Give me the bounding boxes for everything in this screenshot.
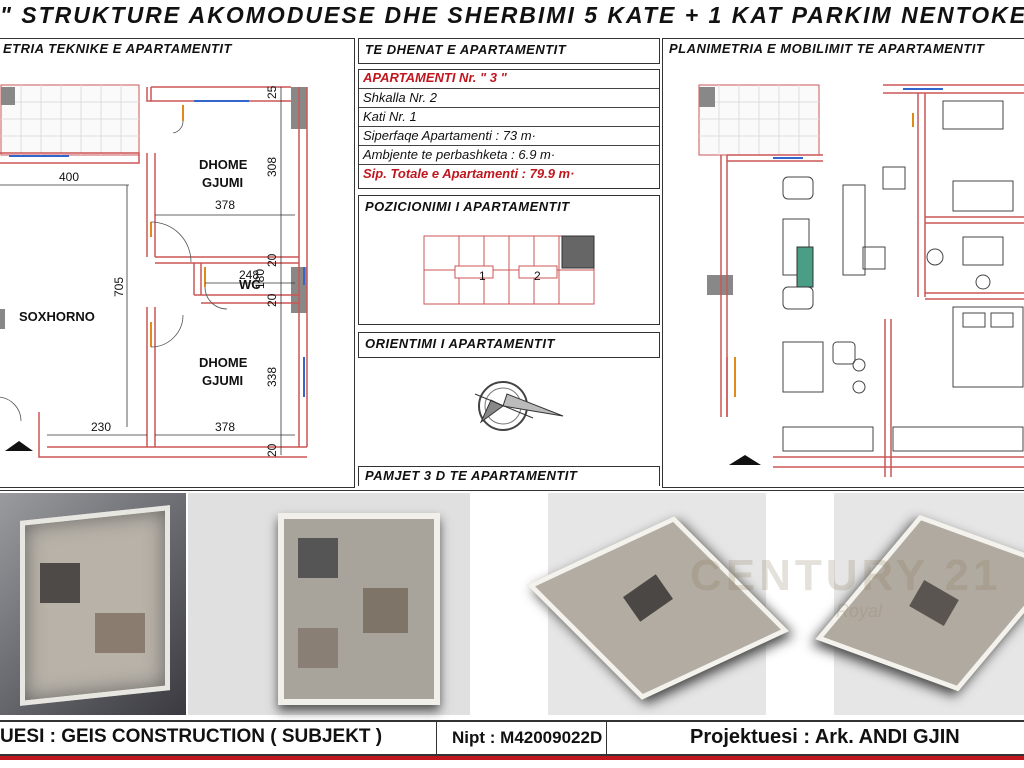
info-area: Siperfaqe Apartamenti : 73 m· bbox=[359, 126, 659, 145]
position-heading: POZICIONIMI I APARTAMENTIT bbox=[365, 199, 570, 214]
dim-25: 25 bbox=[265, 85, 279, 99]
furnished-plan-heading: PLANIMETRIA E MOBILIMIT TE APARTAMENTIT bbox=[669, 41, 985, 56]
dim-20-c: 20 bbox=[265, 443, 279, 457]
dim-20-a: 20 bbox=[265, 253, 279, 267]
room-living: SOXHORNO bbox=[19, 309, 95, 324]
room-wc: WC bbox=[239, 277, 261, 292]
position-label-2: 2 bbox=[534, 269, 541, 283]
furnished-floor-plan bbox=[698, 84, 1024, 477]
render-view-3 bbox=[526, 493, 790, 715]
info-apartment-number: APARTAMENTI Nr. " 3 " bbox=[363, 70, 507, 85]
footer-accent-line bbox=[0, 756, 1024, 760]
position-diagram: 1 2 bbox=[423, 235, 595, 305]
dim-378-bottom: 378 bbox=[215, 420, 235, 434]
dim-338: 338 bbox=[265, 367, 279, 387]
views3d-strip: CENTURY 21 Royal bbox=[0, 490, 1024, 719]
technical-plan-heading: ETRIA TEKNIKE E APARTAMENTIT bbox=[3, 41, 232, 56]
dim-705: 705 bbox=[112, 277, 126, 297]
furnished-plan-panel: PLANIMETRIA E MOBILIMIT TE APARTAMENTIT bbox=[662, 38, 1024, 488]
watermark: CENTURY 21 Royal bbox=[690, 551, 1024, 631]
apartment-data-panel: TE DHENAT E APARTAMENTIT APARTAMENTI Nr.… bbox=[358, 38, 660, 486]
room-bedroom-2-line2: GJUMI bbox=[202, 373, 243, 388]
nipt-label: Nipt : M42009022D bbox=[452, 728, 603, 747]
apartment-data-heading: TE DHENAT E APARTAMENTIT bbox=[365, 42, 567, 57]
position-label-1: 1 bbox=[479, 269, 486, 283]
info-floor: Kati Nr. 1 bbox=[359, 107, 659, 126]
dim-308: 308 bbox=[265, 157, 279, 177]
render-view-1 bbox=[0, 493, 186, 715]
dim-248: 248 bbox=[239, 268, 259, 282]
dim-20-b: 20 bbox=[265, 293, 279, 307]
furnished-entrance-arrow-icon bbox=[729, 455, 761, 465]
dim-230: 230 bbox=[91, 420, 111, 434]
footer-bar: UESI : GEIS CONSTRUCTION ( SUBJEKT ) Nip… bbox=[0, 720, 1024, 756]
compass-icon bbox=[474, 381, 564, 431]
orientation-heading: ORIENTIMI I APARTAMENTIT bbox=[365, 336, 555, 351]
room-bedroom-1-line2: GJUMI bbox=[202, 175, 243, 190]
dim-378-top: 378 bbox=[215, 198, 235, 212]
designer-label: Projektuesi : Ark. ANDI GJIN bbox=[690, 726, 960, 748]
room-bedroom-1-line1: DHOME bbox=[199, 157, 248, 172]
investor-label: UESI : GEIS CONSTRUCTION ( SUBJEKT ) bbox=[0, 726, 383, 747]
document-title: " STRUKTURE AKOMODUESE DHE SHERBIMI 5 KA… bbox=[0, 2, 1024, 28]
room-bedroom-2-line1: DHOME bbox=[199, 355, 248, 370]
info-total-area: Sip. Totale e Apartamenti : 79.9 m· bbox=[359, 164, 659, 183]
views3d-heading: PAMJET 3 D TE APARTAMENTIT bbox=[365, 468, 578, 483]
render-view-4 bbox=[815, 493, 1024, 715]
footer-divider bbox=[436, 722, 437, 754]
info-stair: Shkalla Nr. 2 bbox=[359, 88, 659, 107]
dim-400: 400 bbox=[59, 170, 79, 184]
entrance-arrow-icon bbox=[5, 441, 33, 451]
watermark-subtext: Royal bbox=[836, 601, 883, 621]
footer-divider-2 bbox=[606, 722, 607, 754]
watermark-text: CENTURY 21 bbox=[690, 551, 1002, 600]
render-view-2 bbox=[188, 493, 470, 715]
technical-plan-panel: ETRIA TEKNIKE E APARTAMENTIT bbox=[0, 38, 355, 488]
selected-apartment-marker bbox=[561, 235, 595, 269]
dim-180: 180 bbox=[253, 269, 267, 289]
technical-floor-plan: 400 378 248 230 378 705 308 338 25 20 20… bbox=[0, 84, 308, 458]
info-common-area: Ambjente te perbashketa : 6.9 m· bbox=[359, 145, 659, 164]
